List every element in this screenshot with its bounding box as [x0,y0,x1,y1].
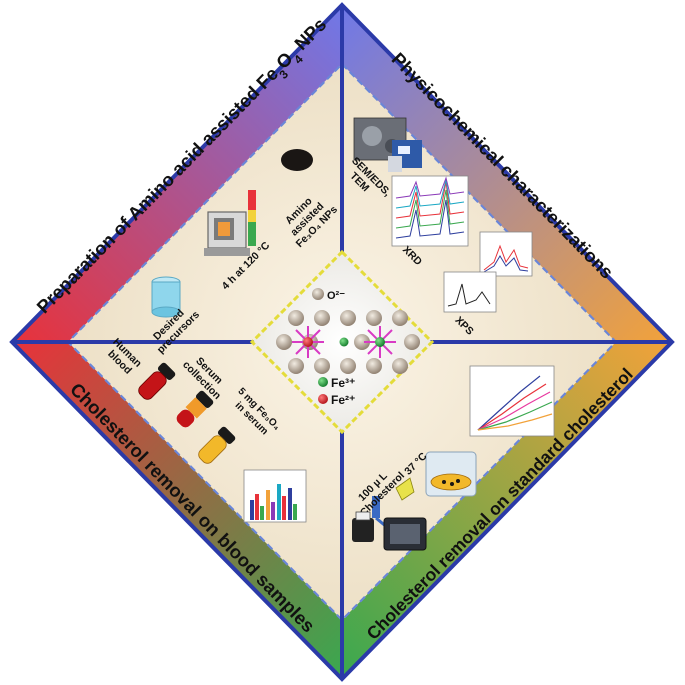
fe3o4-powder-icon [281,149,313,171]
fe3-atom [339,337,349,347]
xrd-chart-thumbnail [391,175,469,247]
serum-tube-icon [176,390,214,428]
oxygen-marker [312,288,324,300]
legend-fe2-label: Fe²⁺ [331,393,355,407]
blood-removal-chart-thumbnail [243,469,307,523]
dose-tube-icon [198,426,236,464]
autoclave-icon [204,190,256,256]
legend-fe3-label: Fe³⁺ [331,376,355,390]
xps-chart-thumbnail [443,231,533,313]
beaker-icon [151,276,181,318]
label-oxygen: O²⁻ [327,290,345,302]
lattice-holes [276,310,420,374]
sem-image [353,117,422,172]
legend-fe2-marker [318,394,328,404]
legend-fe3-marker [318,377,328,387]
fe2-atom [303,337,313,347]
blood-tube-icon [138,362,176,400]
kinetics-chart-thumbnail [469,365,555,437]
fe3-atom [375,337,385,347]
spectrometer-icon [352,511,427,551]
center-crystal: O²⁻ Fe³⁺ Fe²⁺ [249,249,435,435]
inner-dashed-border [66,62,618,622]
incubation-beaker-icon [425,451,477,497]
